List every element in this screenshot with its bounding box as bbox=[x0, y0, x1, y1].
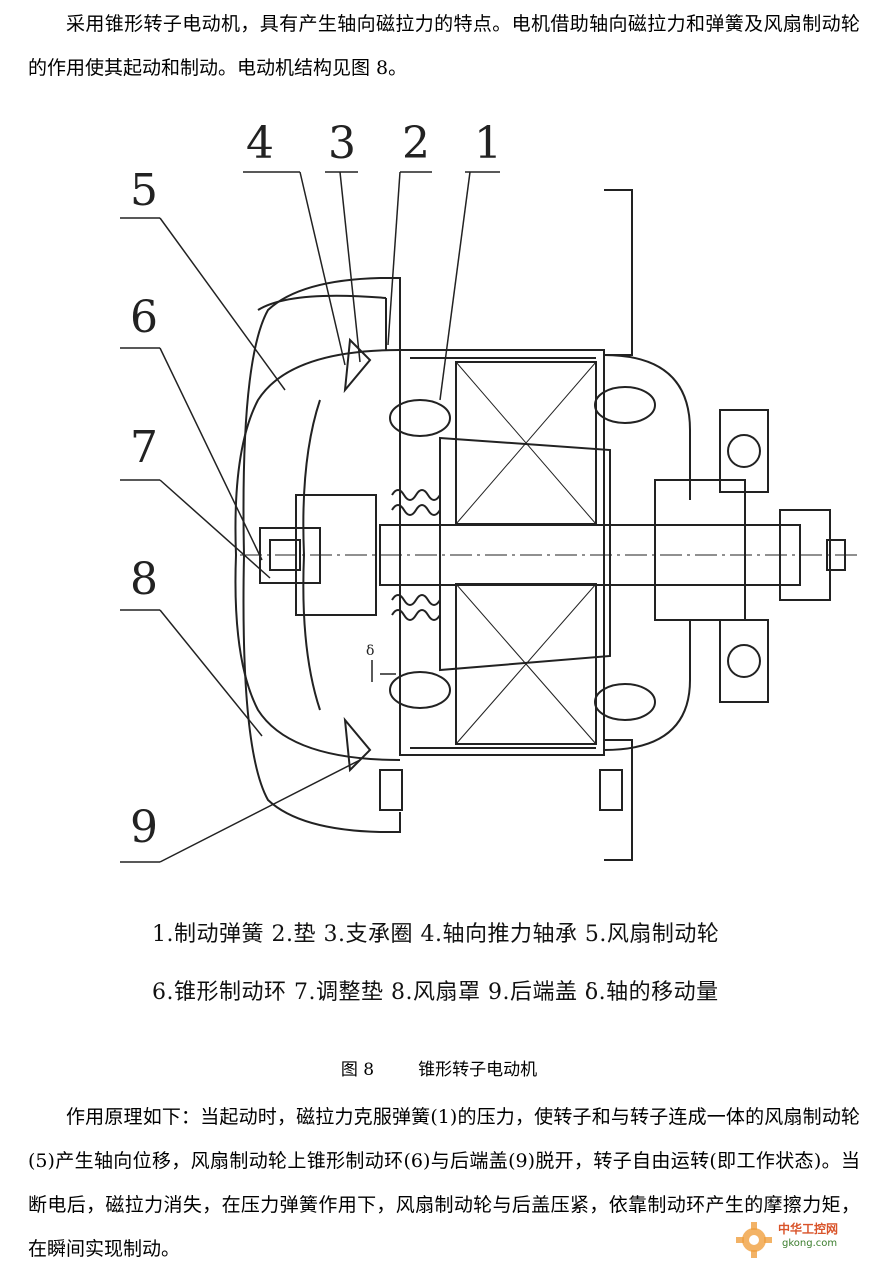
callout-1: 1 bbox=[474, 118, 502, 169]
intro-paragraph: 采用锥形转子电动机，具有产生轴向磁拉力的特点。电机借助轴向磁拉力和弹簧及风扇制动… bbox=[28, 13, 860, 79]
callout-3: 3 bbox=[328, 118, 356, 169]
body-paragraph: 作用原理如下：当起动时，磁拉力克服弹簧(1)的压力，使转子和与转子连成一体的风扇… bbox=[28, 1106, 860, 1260]
callout-5: 5 bbox=[130, 165, 158, 216]
caption-number: 图 8 bbox=[340, 1060, 375, 1080]
caption-title: 锥形转子电动机 bbox=[418, 1060, 538, 1080]
site-watermark: 中华工控网 gkong.com bbox=[734, 1216, 864, 1262]
watermark-text: 中华工控网 bbox=[778, 1222, 839, 1236]
callout-7: 7 bbox=[130, 422, 158, 473]
callout-2: 2 bbox=[402, 118, 430, 169]
motor-cross-section-drawing: 4 3 2 1 5 6 7 8 9 δ bbox=[120, 118, 860, 863]
callout-8: 8 bbox=[130, 554, 158, 605]
legend-line-2: 6.锥形制动环 7.调整垫 8.风扇罩 9.后端盖 δ.轴的移动量 bbox=[152, 980, 719, 1005]
callout-4: 4 bbox=[246, 118, 274, 169]
watermark-url: gkong.com bbox=[782, 1238, 838, 1249]
figure-caption: 图 8 锥形转子电动机 bbox=[0, 1055, 878, 1080]
delta-label: δ bbox=[366, 643, 374, 659]
motor-structure-figure: 4 3 2 1 5 6 7 8 9 δ 1.制动弹簧 2.垫 3.支承圈 4.轴… bbox=[0, 100, 878, 1080]
legend-line-1: 1.制动弹簧 2.垫 3.支承圈 4.轴向推力轴承 5.风扇制动轮 bbox=[152, 922, 720, 947]
callout-9: 9 bbox=[130, 802, 158, 853]
callout-6: 6 bbox=[130, 292, 158, 343]
gear-logo-icon bbox=[736, 1222, 772, 1258]
